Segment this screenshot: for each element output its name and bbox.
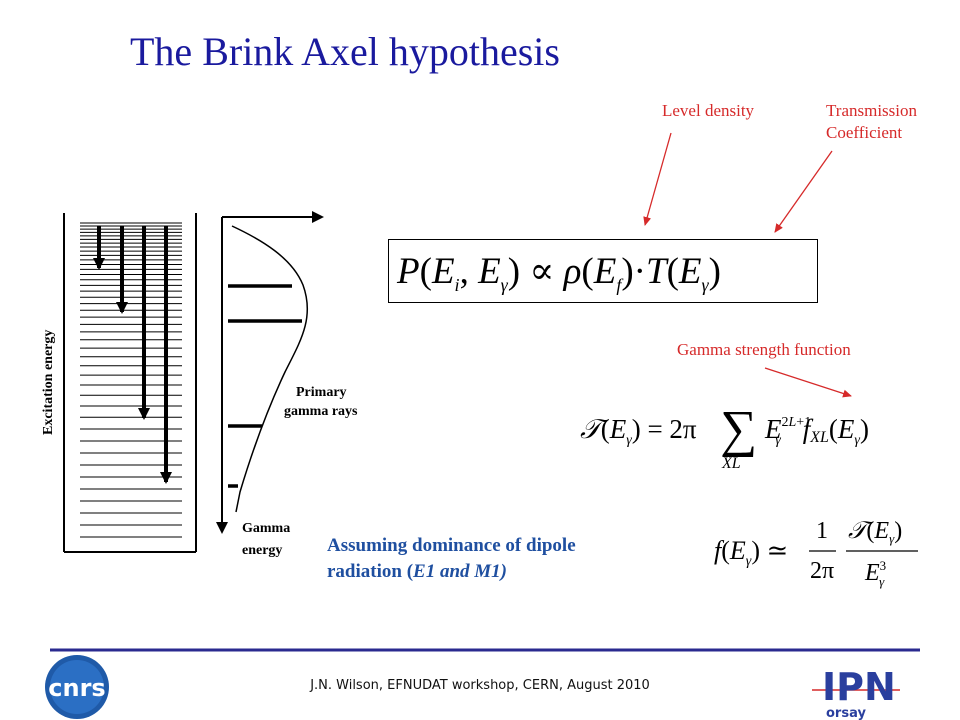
svg-text:XL: XL	[721, 455, 741, 472]
level-density-label: Level density	[662, 101, 755, 120]
primary-gamma-label-line1: Primary	[296, 385, 347, 400]
slide-title: The Brink Axel hypothesis	[130, 29, 560, 74]
equation-box	[388, 239, 818, 303]
assumption-line1: Assuming dominance of dipole	[327, 535, 576, 556]
gamma-strength-label: Gamma strength function	[677, 340, 851, 359]
assumption-line2-italic: E1 and M1)	[413, 561, 507, 582]
primary-gamma-label-line2: gamma rays	[284, 404, 358, 419]
gamma-energy-label-line1: Gamma	[242, 521, 290, 536]
gamma-strength-arrow	[764, 367, 852, 398]
discrete-gamma-lines	[228, 284, 302, 488]
assumption-line2: radiation (E1 and M1)	[327, 559, 576, 585]
svg-text:1: 1	[816, 518, 828, 544]
slide-footer: J.N. Wilson, EFNUDAT workshop, CERN, Aug…	[310, 678, 650, 693]
svg-text:E3γ: E3γ	[864, 558, 886, 589]
transmission-arrow	[774, 150, 833, 233]
excitation-energy-axis-label: Excitation energy	[41, 330, 56, 435]
svg-text:∑: ∑	[720, 401, 757, 458]
transition-arrows	[93, 226, 172, 484]
ipn-orsay-logo: IPN orsay	[812, 665, 900, 720]
assumption-line2-prefix: radiation (	[327, 561, 414, 582]
level-density-arrow	[643, 132, 672, 226]
ipn-logo-text: IPN	[822, 665, 896, 709]
cnrs-logo-text: cnrs	[48, 674, 105, 702]
transmission-label-line1: Transmission	[826, 101, 918, 120]
svg-text:𝒯(Eγ) = 2π: 𝒯(Eγ) = 2π	[580, 414, 697, 448]
orsay-logo-text: orsay	[826, 706, 866, 720]
svg-text:2π: 2π	[810, 558, 834, 584]
cnrs-logo: cnrs	[45, 655, 109, 719]
brink-axel-equation: P(Ei, Eγ) ∝ ρ(Ef)·T(Eγ)	[396, 251, 721, 295]
dipole-assumption-text: Assuming dominance of dipole radiation (…	[327, 533, 576, 585]
gamma-energy-label-line2: energy	[242, 543, 282, 558]
svg-text:𝒯(Eγ): 𝒯(Eγ)	[848, 518, 902, 546]
transmission-label-line2: Coefficient	[826, 123, 903, 142]
level-scheme-figure: Excitation energy Primary gamma rays Gam…	[41, 211, 358, 558]
svg-text:f(Eγ) ≃: f(Eγ) ≃	[714, 536, 788, 569]
transmission-coefficient-label: Transmission Coefficient	[826, 100, 917, 144]
primary-gamma-curve	[231, 225, 308, 513]
